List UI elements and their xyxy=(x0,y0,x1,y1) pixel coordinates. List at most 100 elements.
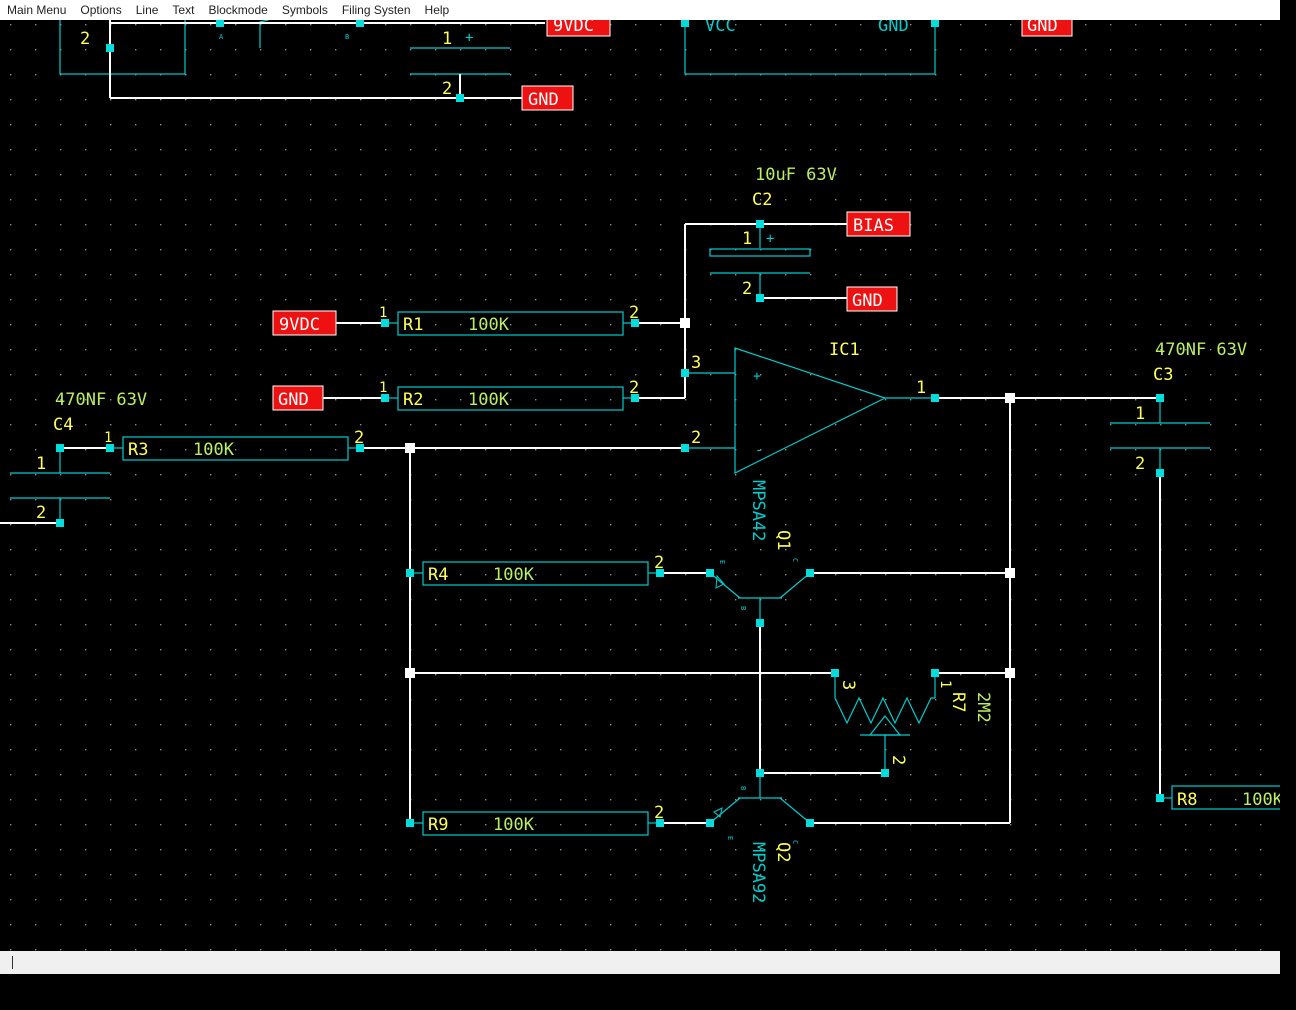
r3-ref: R3 xyxy=(128,440,148,460)
r1-pin1: 1 xyxy=(379,305,387,321)
menu-item-help[interactable]: Help xyxy=(424,3,450,17)
transistor-q2[interactable]: Q2 MPSA92 E C B xyxy=(706,769,814,903)
r4-pin2: 2 xyxy=(654,553,664,573)
c3-pin1: 1 xyxy=(1135,404,1145,424)
q2-ref: Q2 xyxy=(773,842,793,862)
r2-value: 100K xyxy=(468,390,510,410)
top-cap-pin1-label: 1 xyxy=(442,29,452,49)
c3-ref: C3 xyxy=(1153,365,1173,385)
ic1-minus: - xyxy=(755,443,763,458)
r7-pin2: 2 xyxy=(888,755,908,765)
c4-pin1: 1 xyxy=(36,454,46,474)
r2-pin2: 2 xyxy=(629,378,639,398)
r1-value: 100K xyxy=(468,315,510,335)
schematic-svg[interactable]: 2 1 + 2 A B VCC GND 9VDC GND GND xyxy=(0,20,1280,951)
svg-text:GND: GND xyxy=(1027,20,1058,36)
top-cap-plus-label: + xyxy=(465,30,473,46)
svg-text:9VDC: 9VDC xyxy=(553,20,594,36)
r8-ref: R8 xyxy=(1177,790,1197,810)
r3-pin1: 1 xyxy=(104,430,112,446)
capacitor-c2[interactable]: 10uF 63V C2 1 + 2 xyxy=(709,165,837,302)
svg-text:BIAS: BIAS xyxy=(853,216,894,236)
svg-text:9VDC: 9VDC xyxy=(279,315,320,335)
top-left-pin2-label: 2 xyxy=(80,29,90,49)
menu-item-filing-systen[interactable]: Filing Systen xyxy=(341,3,411,17)
menu-item-main-menu[interactable]: Main Menu xyxy=(7,3,67,17)
svg-text:GND: GND xyxy=(528,90,559,110)
menu-item-options[interactable]: Options xyxy=(80,3,122,17)
q1-pin-b: B xyxy=(739,606,747,610)
net-flag-gnd-top[interactable]: GND xyxy=(1021,20,1073,37)
q1-pin-e: E xyxy=(718,560,726,564)
c2-value: 10uF 63V xyxy=(755,165,837,185)
menu-bar: Main Menu Options Line Text Blockmode Symbols… xyxy=(0,0,1280,20)
top-pin-a-label: A xyxy=(219,33,224,41)
opamp-ic1[interactable]: IC1 1 2 3 + - xyxy=(681,340,939,474)
pin-marker[interactable] xyxy=(681,20,689,27)
net-flag-gnd-c2[interactable]: GND xyxy=(846,286,898,312)
gnd-pin-label: GND xyxy=(878,20,909,36)
net-flag-bias[interactable]: BIAS xyxy=(846,211,911,237)
menu-item-symbols[interactable]: Symbols xyxy=(281,3,328,17)
menu-item-blockmode[interactable]: Blockmode xyxy=(208,3,268,17)
top-partial-circuit xyxy=(59,20,936,99)
menu-item-line[interactable]: Line xyxy=(135,3,159,17)
r4-ref: R4 xyxy=(428,565,448,585)
c2-ref: C2 xyxy=(752,190,772,210)
resistor-r8[interactable]: R8 100K xyxy=(1156,785,1280,810)
resistor-r9[interactable]: R9 100K 2 xyxy=(406,803,664,836)
q1-pin-c: C xyxy=(791,558,799,562)
r4-value: 100K xyxy=(493,565,535,585)
net-flag-gnd-r2[interactable]: GND xyxy=(272,385,324,411)
r7-pin1: 1 xyxy=(937,680,953,688)
r8-value: 100K xyxy=(1242,790,1280,810)
c3-value: 470NF 63V xyxy=(1155,340,1247,360)
pin-marker[interactable] xyxy=(106,44,114,52)
r1-ref: R1 xyxy=(403,315,423,335)
top-left-component-body xyxy=(59,20,186,75)
net-flag-gnd-top2[interactable]: GND xyxy=(521,85,574,111)
pin-marker[interactable] xyxy=(216,20,224,27)
junctions xyxy=(405,318,1015,678)
net-flag-9vdc-r1[interactable]: 9VDC xyxy=(272,310,337,336)
net-flag-9vdc-top[interactable]: 9VDC xyxy=(546,20,611,37)
r2-ref: R2 xyxy=(403,390,423,410)
resistor-r4[interactable]: R4 100K 2 xyxy=(406,553,664,586)
potentiometer-r7[interactable]: R7 2M2 1 2 3 xyxy=(831,669,993,777)
top-pin-b-label: B xyxy=(345,33,349,41)
menu-item-text[interactable]: Text xyxy=(172,3,195,17)
resistor-r1[interactable]: R1 100K 1 2 xyxy=(379,303,639,336)
capacitor-c4[interactable]: 470NF 63V C4 1 2 xyxy=(10,390,147,527)
grid-dots xyxy=(0,20,1280,951)
top-cap-pin2-label: 2 xyxy=(442,79,452,99)
transistor-q1[interactable]: Q1 MPSA42 E C B xyxy=(706,480,814,627)
pin-marker[interactable] xyxy=(456,94,464,102)
wires xyxy=(0,223,1161,824)
q2-part: MPSA92 xyxy=(748,842,768,903)
svg-text:GND: GND xyxy=(278,390,309,410)
c4-value: 470NF 63V xyxy=(55,390,147,410)
resistor-r3[interactable]: R3 100K 1 2 xyxy=(104,428,364,461)
q1-part: MPSA42 xyxy=(748,480,768,541)
ic1-ref: IC1 xyxy=(829,340,860,360)
c2-plus: + xyxy=(766,231,774,247)
r7-ref: R7 xyxy=(948,692,968,712)
vcc-gnd-block-body xyxy=(684,20,936,75)
r9-value: 100K xyxy=(493,815,535,835)
pin-marker[interactable] xyxy=(356,20,364,27)
schematic-canvas[interactable]: 2 1 + 2 A B VCC GND 9VDC GND GND xyxy=(0,20,1280,951)
q2-pin-c: C xyxy=(791,840,799,844)
resistor-r2[interactable]: R2 100K 1 2 xyxy=(379,378,639,411)
q1-ref: Q1 xyxy=(773,530,793,550)
r3-value: 100K xyxy=(193,440,235,460)
r1-pin2: 2 xyxy=(629,303,639,323)
svg-text:GND: GND xyxy=(852,291,883,311)
r7-value: 2M2 xyxy=(973,692,993,723)
ic1-plus: + xyxy=(753,369,761,384)
text-cursor xyxy=(12,956,13,969)
pin-marker[interactable] xyxy=(931,20,939,27)
q2-pin-b: B xyxy=(739,786,747,790)
c2-pin1: 1 xyxy=(742,229,752,249)
capacitor-c3[interactable]: 470NF 63V C3 1 2 xyxy=(1110,340,1247,477)
c2-pin2: 2 xyxy=(742,279,752,299)
